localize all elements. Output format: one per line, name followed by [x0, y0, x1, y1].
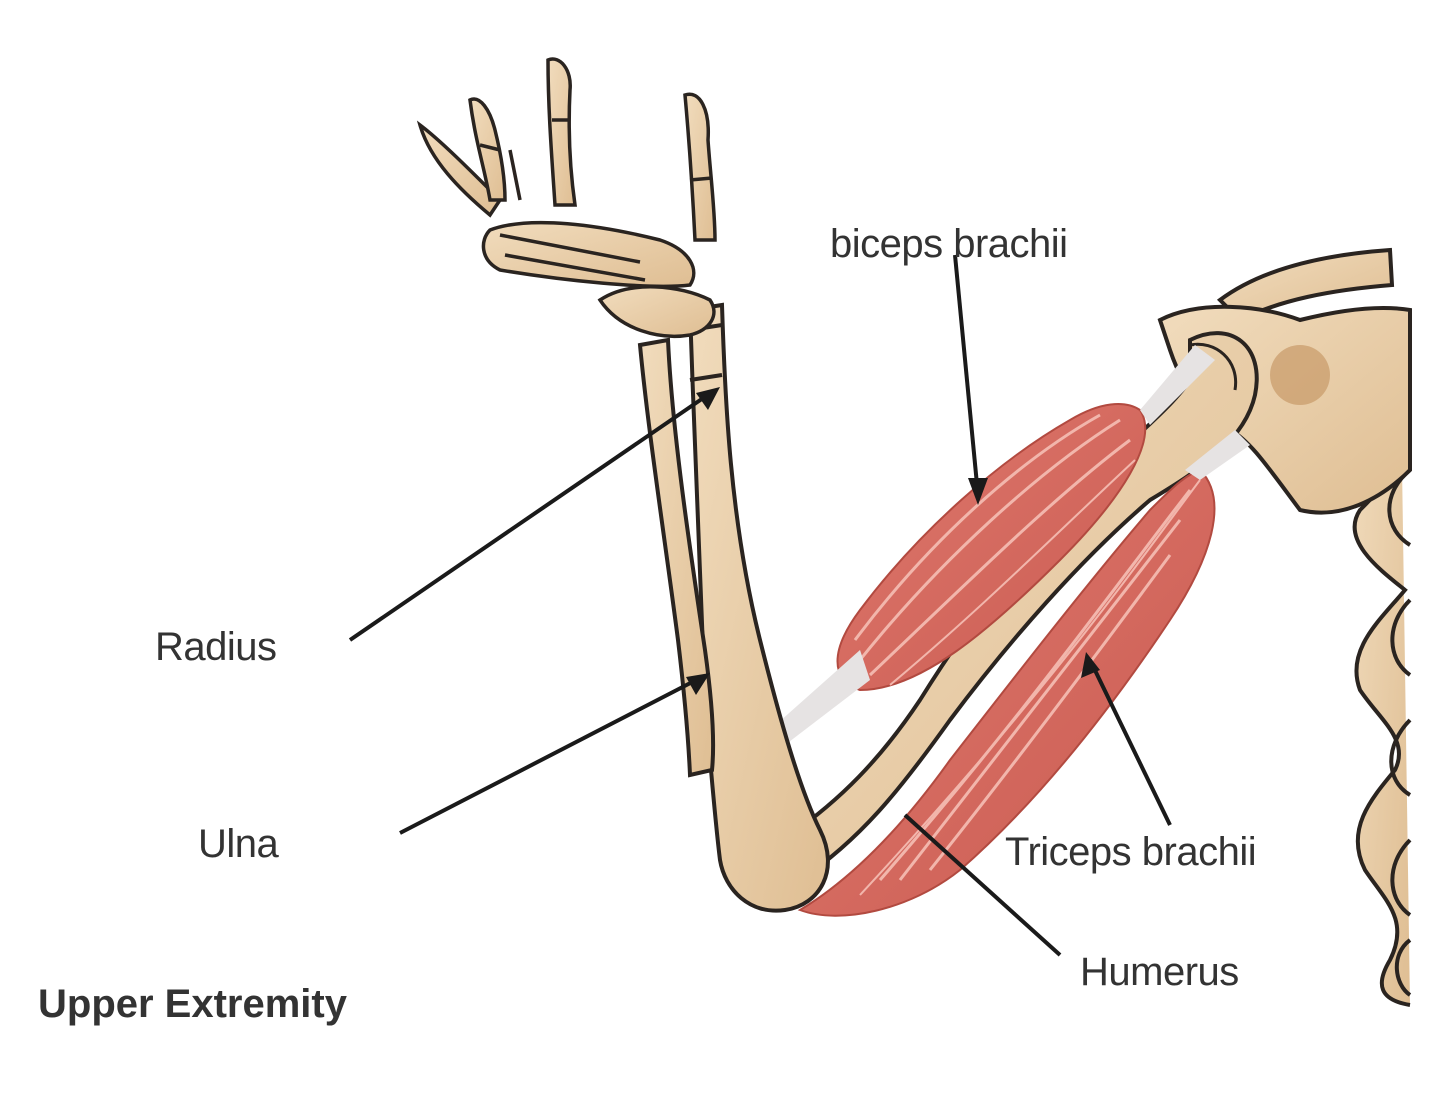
- biceps-brachii-label: biceps brachii: [830, 222, 1068, 266]
- triceps-muscle: [797, 430, 1250, 917]
- rib-cage: [1352, 328, 1412, 1007]
- ulna-label: Ulna: [198, 822, 279, 866]
- ulna-arrowhead: [686, 673, 710, 695]
- triceps-leader-line: [1088, 659, 1172, 826]
- triceps-brachii-label: Triceps brachii: [1005, 830, 1257, 874]
- humerus-label: Humerus: [1080, 950, 1239, 994]
- diagram-caption: Upper Extremity: [38, 982, 347, 1026]
- hand-bones: [416, 57, 717, 338]
- leader-lines: [348, 254, 1172, 957]
- radius-leader-line: [348, 390, 714, 642]
- forearm-bones: [637, 302, 830, 913]
- humerus-leader-line: [903, 813, 1062, 957]
- ulna-leader-line: [399, 675, 703, 835]
- biceps-muscle: [770, 345, 1215, 745]
- radius-arrowhead: [696, 387, 720, 410]
- biceps-arrowhead: [968, 478, 988, 505]
- triceps-arrowhead: [1081, 652, 1100, 678]
- biceps-leader-line: [953, 254, 980, 496]
- radius-label: Radius: [155, 625, 277, 669]
